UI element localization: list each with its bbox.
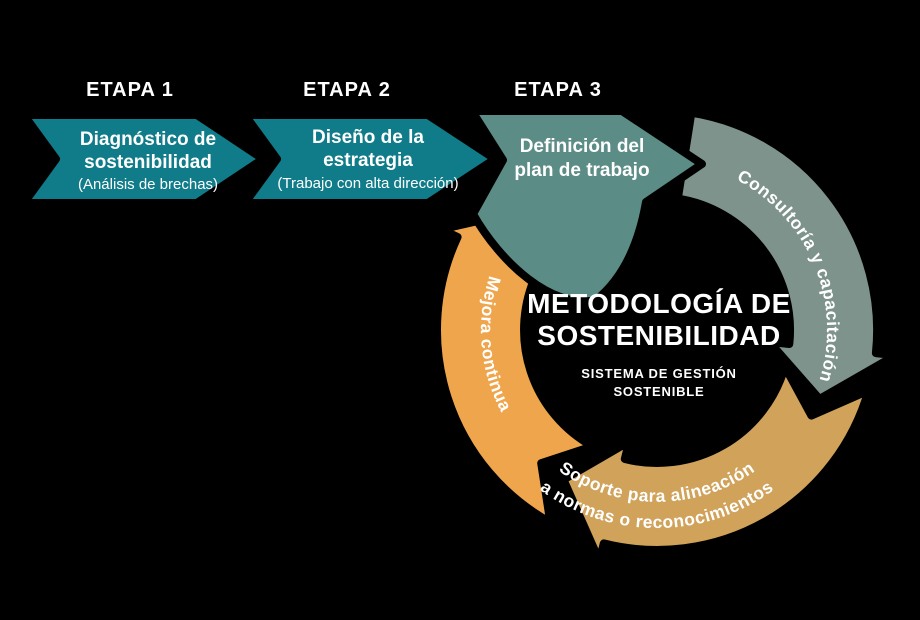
- stage-1-title-line1: Diagnóstico de: [80, 129, 216, 150]
- stage-3-text: Definición del plan de trabajo: [514, 136, 649, 181]
- stage-arrow-1: [20, 111, 267, 207]
- center-subtitle-line1: SISTEMA DE GESTIÓN: [581, 366, 737, 381]
- stage-3-title-line1: Definición del: [520, 136, 645, 157]
- stage-arrow-2: [241, 111, 499, 207]
- cycle-arc-mejora-continua: [432, 205, 597, 527]
- stage-2-text: Diseño de la estrategia (Trabajo con alt…: [277, 127, 458, 192]
- stage-1-note: (Análisis de brechas): [78, 176, 218, 193]
- stage-1-title-line2: sostenibilidad: [84, 152, 212, 173]
- etapa-1-heading: ETAPA 1: [86, 79, 174, 101]
- stage-2-note: (Trabajo con alta dirección): [277, 175, 458, 192]
- cycle-arc-soporte: [559, 362, 873, 565]
- etapa-2-heading: ETAPA 2: [303, 79, 391, 101]
- stage-2-title-line1: Diseño de la: [312, 127, 424, 148]
- cycle-arc-consultoria: [673, 108, 900, 403]
- stage-1-text: Diagnóstico de sostenibilidad (Análisis …: [78, 129, 218, 193]
- stage-arrow-3: [468, 107, 706, 306]
- etapa-3-heading: ETAPA 3: [514, 79, 602, 101]
- center-subtitle-line2: SOSTENIBLE: [613, 384, 704, 399]
- stage-2-title-line2: estrategia: [323, 150, 413, 171]
- cycle-center-text: METODOLOGÍA DE SOSTENIBILIDAD SISTEMA DE…: [527, 288, 791, 399]
- stage-3-title-line2: plan de trabajo: [514, 160, 649, 181]
- center-title-line2: SOSTENIBILIDAD: [537, 320, 780, 351]
- center-title-line1: METODOLOGÍA DE: [527, 288, 791, 319]
